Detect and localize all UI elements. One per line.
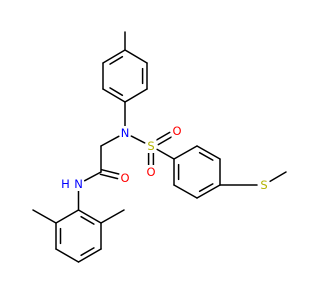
bond-thioanisole-inner-2 (198, 183, 214, 193)
bond-s-o-top-a (157, 135, 173, 146)
bond-tolyl-inner-2 (109, 87, 124, 97)
svg-text:O: O (120, 171, 129, 185)
svg-text:S: S (260, 178, 267, 192)
svg-text:O: O (146, 165, 155, 179)
bond-xylyl-ring-5 (55, 209, 80, 224)
bond-tolyl-ring-3 (102, 88, 126, 103)
bond-thioanisole-ring-3 (196, 184, 221, 199)
bond-n-s (130, 135, 146, 144)
bond-xylyl-ring-3 (55, 248, 80, 263)
bond-c-nh (83, 171, 102, 182)
bond-thioanisole-ring-0 (173, 145, 198, 160)
bond-s-aryl (156, 148, 175, 160)
svg-text:O: O (172, 124, 181, 138)
atom-label-oxygen-sulfonyl-top: O (171, 124, 183, 138)
atom-label-hydrogen-amide: H (60, 177, 71, 191)
bond-tolyl-inner-3 (109, 55, 124, 65)
bond-xylyl-inner-2 (80, 247, 95, 257)
bond-s-methyl (269, 171, 287, 183)
bond-xylyl-ring-2 (77, 248, 102, 263)
atom-label-sulfur-thioether: S (258, 178, 270, 192)
atom-label-nitrogen-sulfonamide: N (119, 126, 131, 140)
bond-tolyl-ring-5 (102, 49, 126, 64)
bond-thioanisole-inner-1 (198, 151, 214, 161)
svg-text:S: S (147, 139, 154, 153)
bond-tolyl-ring-2 (124, 88, 148, 103)
bond-c-o-b (100, 168, 120, 175)
bond-xylyl-methyl-left (32, 209, 57, 224)
atom-label-nitrogen-amide: N (73, 177, 84, 191)
atom-label-sulfur-sulfonyl: S (145, 139, 157, 153)
atom-label-oxygen-carbonyl: O (119, 171, 131, 185)
svg-text:N: N (74, 177, 83, 191)
atom-label-layer: N S O O O N H S (60, 124, 270, 192)
bond-n-ch2 (100, 135, 120, 147)
bond-tolyl-ring-0 (124, 49, 148, 64)
bond-layer (32, 31, 287, 263)
atom-label-oxygen-sulfonyl-bottom: O (145, 165, 157, 179)
bond-s-o-top-b (155, 131, 171, 142)
bond-xylyl-methyl-right (100, 209, 125, 224)
svg-text:H: H (61, 177, 70, 191)
bond-thioanisole-ring-1 (196, 145, 221, 160)
bond-c-o-a (99, 173, 119, 180)
molecule-structure: N S O O O N H S (32, 31, 287, 263)
svg-text:N: N (121, 126, 130, 140)
bond-xylyl-inner-1 (80, 215, 95, 225)
bond-xylyl-ring-0 (77, 209, 102, 224)
bond-thioanisole-ring-4 (173, 184, 198, 199)
